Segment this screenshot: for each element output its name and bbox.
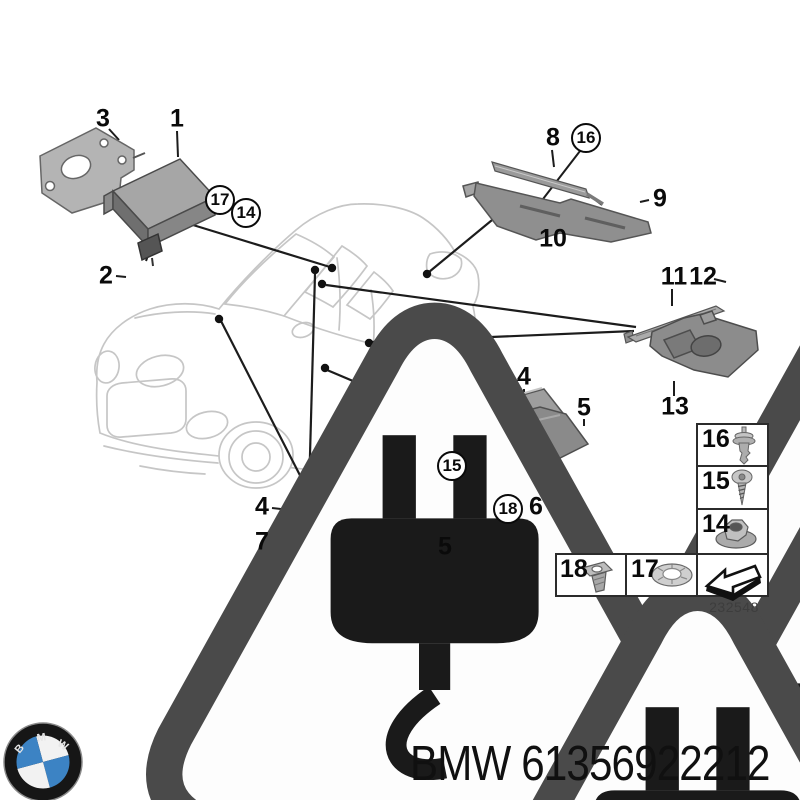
spring-washer-icon	[651, 563, 693, 587]
expanding-clip-icon	[580, 561, 614, 593]
part-8-antenna-rod-drawing	[491, 161, 604, 206]
part-number-caption: BMW 61356922212	[410, 737, 770, 791]
self-tapping-screw-icon	[731, 469, 753, 506]
drawing-number: 232548	[709, 599, 759, 615]
callout-label-8: 8	[546, 123, 560, 152]
callout-label-5-front: 5	[438, 532, 452, 561]
callout-label-4-front: 4	[255, 492, 269, 521]
callout-label-9: 9	[653, 184, 667, 213]
part-10-support-drawing	[462, 181, 652, 243]
callout-label-3: 3	[96, 104, 110, 133]
callout-label-2: 2	[99, 261, 113, 290]
callout-label-4-mid: 4	[517, 362, 531, 391]
circled-callout-18: 18	[493, 494, 523, 524]
callout-label-7: 7	[255, 527, 269, 556]
callout-label-1: 1	[170, 104, 184, 133]
circled-callout-15: 15	[437, 451, 467, 481]
callout-label-11: 11	[660, 262, 688, 291]
bmw-roundel-logo: B M W	[3, 722, 83, 800]
locator-dots	[214, 263, 432, 373]
part-13-holder-drawing	[649, 310, 759, 378]
callout-label-13: 13	[661, 392, 689, 421]
expansion-rivet-icon	[732, 426, 756, 465]
callout-label-10: 10	[539, 224, 567, 253]
legend-cell-18-number: 18	[560, 555, 588, 583]
legend-cell-17-number: 17	[631, 555, 659, 583]
callout-label-6: 6	[529, 492, 543, 521]
legend-cell-15-number: 15	[702, 467, 730, 495]
legend-cell-16-number: 16	[702, 425, 730, 453]
roundel-letter-m: M	[36, 731, 47, 744]
part-1-control-module-drawing	[103, 158, 217, 267]
circled-callout-17: 17	[205, 185, 235, 215]
flange-nut-icon	[715, 519, 757, 549]
callout-label-5-mid: 5	[577, 393, 591, 422]
continuation-arrow-icon	[704, 564, 762, 601]
legend-cell-14-number: 14	[702, 510, 730, 538]
circled-callout-14: 14	[231, 198, 261, 228]
callout-label-12: 12	[689, 262, 717, 291]
circled-callout-16: 16	[571, 123, 601, 153]
